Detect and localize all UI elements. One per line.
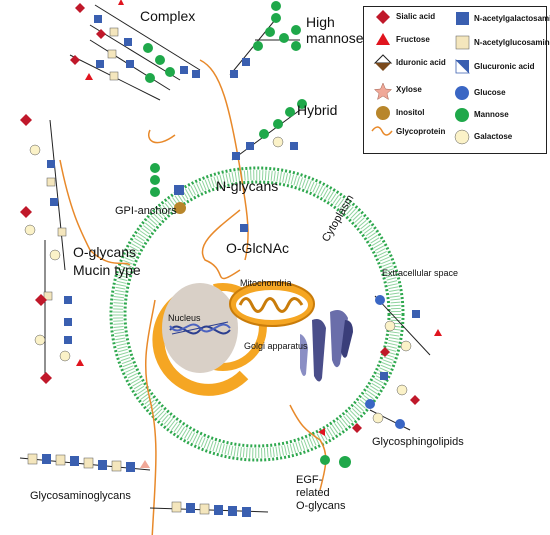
legend: Sialic acid Fructose Iduronic acid Xylos… xyxy=(363,6,550,154)
mitochondria xyxy=(229,281,315,327)
iduronic-acid-lower-icon xyxy=(375,63,391,71)
galactose-icon xyxy=(454,129,470,145)
label-glycosaminoglycans: Glycosaminoglycans xyxy=(30,490,131,502)
label-egf-line1: EGF- xyxy=(296,474,323,486)
legend-mannose: Mannose xyxy=(474,110,509,119)
legend-galnac: N-acetylgalactosamine xyxy=(474,14,550,23)
mannose-icon xyxy=(455,108,469,122)
legend-glucose: Glucose xyxy=(474,88,506,97)
legend-galactose: Galactose xyxy=(474,132,513,141)
label-o-glcnac: O-GlcNAc xyxy=(226,240,289,256)
label-mitochondria: Mitochondria xyxy=(240,278,292,288)
glcnac-icon xyxy=(455,35,470,50)
label-n-glycans: N-glycans xyxy=(216,178,279,194)
label-extracellular-space: Extracellular space xyxy=(382,268,459,278)
glycoprotein-chains xyxy=(59,59,327,535)
label-golgi: Golgi apparatus xyxy=(244,341,308,351)
label-hybrid: Hybrid xyxy=(297,102,338,118)
label-egf-line3: O-glycans xyxy=(296,500,346,512)
legend-glcnac: N-acetylglucosamine xyxy=(474,38,550,47)
legend-iduronic-acid: Iduronic acid xyxy=(396,58,446,67)
golgi-apparatus xyxy=(300,310,353,382)
o-glcnac-marker xyxy=(240,224,248,232)
o-glycan-chain xyxy=(20,114,84,384)
label-o-glycans: O-glycans xyxy=(73,244,137,260)
glycoprotein-icon xyxy=(371,126,393,136)
nucleus xyxy=(152,283,267,396)
label-egf-line2: related xyxy=(296,487,330,499)
egf-glycan xyxy=(320,455,351,468)
legend-fructose: Fructose xyxy=(396,35,430,44)
label-mucin-type: Mucin type xyxy=(73,262,141,278)
legend-glycoprotein: Glycoprotein xyxy=(396,127,446,136)
inositol-icon xyxy=(376,106,390,120)
xylose-icon xyxy=(373,82,393,101)
iduronic-acid-icon xyxy=(373,54,393,64)
glycosphingolipids xyxy=(318,295,442,436)
legend-glucuronic-acid: Glucuronic acid xyxy=(474,62,535,71)
hybrid-glycan xyxy=(231,99,307,161)
fructose-icon xyxy=(376,33,390,45)
label-mannose: mannose xyxy=(306,30,364,46)
galnac-icon xyxy=(456,12,469,25)
legend-xylose: Xylose xyxy=(396,85,422,94)
sialic-acid-icon xyxy=(376,10,390,24)
label-high-mannose: High mannose xyxy=(306,14,364,46)
legend-symbols xyxy=(371,10,470,145)
label-complex: Complex xyxy=(140,8,196,24)
high-mannose-glycan xyxy=(229,1,301,78)
label-gpi-anchors: GPI-anchors xyxy=(115,205,177,217)
complex-glycan xyxy=(69,0,201,101)
label-glycosphingolipids: Glycosphingolipids xyxy=(372,436,464,448)
label-nucleus: Nucleus xyxy=(168,313,201,323)
legend-inositol: Inositol xyxy=(396,108,425,117)
glycosaminoglycans xyxy=(19,453,269,517)
glucose-icon xyxy=(455,86,469,100)
gpi-anchor xyxy=(150,163,186,214)
legend-sialic-acid: Sialic acid xyxy=(396,12,436,21)
label-high: High xyxy=(306,14,335,30)
